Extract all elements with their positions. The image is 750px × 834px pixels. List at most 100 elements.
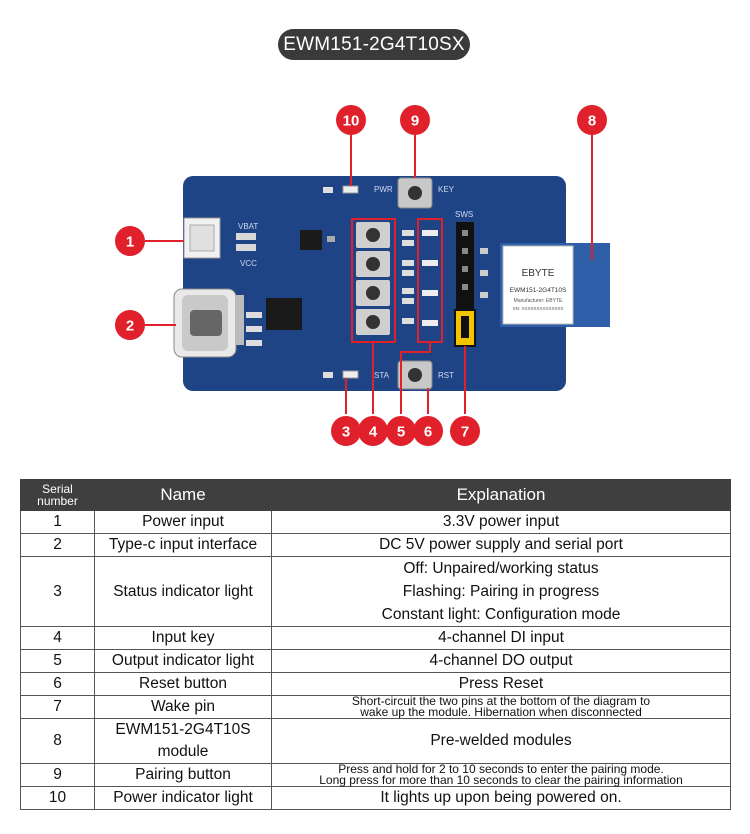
cell-explanation: Press Reset bbox=[271, 672, 731, 696]
ewm-module: EBYTE EWM151-2G4T10S Manufacturer: EBYTE… bbox=[500, 243, 610, 327]
explanation-line: Short-circuit the two pins at the bottom… bbox=[351, 694, 651, 708]
explanation-line: Press and hold for 2 to 10 seconds to en… bbox=[338, 762, 664, 776]
explanation-line: Press Reset bbox=[458, 675, 544, 692]
cell-serial: 7 bbox=[20, 695, 95, 719]
explanation-line: Pre-welded modules bbox=[430, 732, 572, 749]
page-title: EWM151-2G4T10SX bbox=[278, 29, 470, 60]
cell-serial: 10 bbox=[20, 786, 95, 810]
svg-text:7: 7 bbox=[461, 424, 469, 441]
svg-text:3: 3 bbox=[342, 424, 350, 441]
svg-text:5: 5 bbox=[397, 424, 405, 441]
label-pwr: PWR bbox=[374, 185, 393, 194]
svg-text:2: 2 bbox=[126, 318, 134, 335]
output-leds bbox=[422, 230, 438, 326]
module-model: EWM151-2G4T10S bbox=[510, 287, 567, 294]
svg-text:6: 6 bbox=[424, 424, 432, 441]
header-name: Name bbox=[94, 479, 272, 511]
callout-2: 2 bbox=[115, 310, 145, 340]
explanation-line: 4-channel DI input bbox=[438, 629, 564, 646]
label-key: KEY bbox=[438, 185, 455, 194]
label-rst: RST bbox=[438, 371, 454, 380]
svg-text:1: 1 bbox=[126, 234, 134, 251]
cell-explanation: DC 5V power supply and serial port bbox=[271, 533, 731, 557]
cell-explanation: 4-channel DI input bbox=[271, 626, 731, 650]
callout-lines bbox=[145, 135, 593, 414]
svg-text:9: 9 bbox=[411, 113, 419, 130]
cell-name: Pairing button bbox=[94, 763, 272, 787]
callout-5: 5 bbox=[386, 416, 416, 446]
module-brand: EBYTE bbox=[522, 268, 555, 279]
explanation-line: Constant light: Configuration mode bbox=[381, 606, 621, 623]
explanation-line: DC 5V power supply and serial port bbox=[379, 536, 623, 553]
cell-explanation: Pre-welded modules bbox=[271, 718, 731, 764]
explanation-line: It lights up upon being powered on. bbox=[380, 789, 622, 806]
explanation-line: wake up the module. Hibernation when dis… bbox=[360, 705, 642, 719]
cell-serial: 2 bbox=[20, 533, 95, 557]
cell-serial: 4 bbox=[20, 626, 95, 650]
cell-explanation: Press and hold for 2 to 10 seconds to en… bbox=[271, 762, 731, 787]
callout-3: 3 bbox=[331, 416, 361, 446]
cell-serial: 8 bbox=[20, 718, 95, 764]
cell-serial: 6 bbox=[20, 672, 95, 696]
label-sta: STA bbox=[374, 371, 390, 380]
cell-name: Input key bbox=[94, 626, 272, 650]
svg-text:8: 8 bbox=[588, 113, 596, 130]
callout-9: 9 bbox=[400, 105, 430, 135]
cell-serial: 1 bbox=[20, 510, 95, 534]
cell-serial: 3 bbox=[20, 556, 95, 627]
cell-explanation: It lights up upon being powered on. bbox=[271, 786, 731, 810]
callout-1: 1 bbox=[115, 226, 145, 256]
cell-explanation: 4-channel DO output bbox=[271, 649, 731, 673]
cell-serial: 9 bbox=[20, 763, 95, 787]
callout-6: 6 bbox=[413, 416, 443, 446]
explanation-line: 3.3V power input bbox=[442, 513, 560, 530]
cell-name: Output indicator light bbox=[94, 649, 272, 673]
sws-header bbox=[456, 222, 474, 310]
cell-name: Power input bbox=[94, 510, 272, 534]
header-explanation: Explanation bbox=[271, 479, 731, 511]
explanation-line: 4-channel DO output bbox=[429, 652, 573, 669]
cell-name: EWM151-2G4T10S module bbox=[94, 718, 272, 764]
pairing-button bbox=[397, 177, 433, 209]
explanation-line: Long press for more than 10 seconds to c… bbox=[319, 773, 683, 787]
power-connector bbox=[183, 217, 221, 259]
typec-port bbox=[173, 288, 237, 358]
cell-name: Wake pin bbox=[94, 695, 272, 719]
label-sws: SWS bbox=[455, 210, 473, 219]
svg-text:10: 10 bbox=[343, 113, 360, 130]
cell-name: Reset button bbox=[94, 672, 272, 696]
cell-explanation: Short-circuit the two pins at the bottom… bbox=[271, 694, 731, 719]
reset-button bbox=[397, 360, 433, 390]
explanation-line: Flashing: Pairing in progress bbox=[402, 583, 600, 600]
table-header-row: Serial number Name Explanation bbox=[20, 479, 731, 511]
cell-name: Status indicator light bbox=[94, 556, 272, 627]
callout-4: 4 bbox=[358, 416, 388, 446]
callout-10: 10 bbox=[336, 105, 366, 135]
callout-8: 8 bbox=[577, 105, 607, 135]
module-sn: SN: XXXXXXXXXXXXXX bbox=[513, 306, 564, 311]
svg-text:4: 4 bbox=[369, 424, 378, 441]
label-vcc: VCC bbox=[240, 259, 257, 268]
cell-name: Type-c input interface bbox=[94, 533, 272, 557]
cell-explanation: 3.3V power input bbox=[271, 510, 731, 534]
wake-jumper bbox=[454, 309, 476, 347]
explanation-line: Off: Unpaired/working status bbox=[403, 560, 599, 577]
header-serial: Serial number bbox=[20, 479, 95, 511]
input-keys bbox=[356, 222, 390, 335]
callout-7: 7 bbox=[450, 416, 480, 446]
board-diagram: VBAT VCC PWR KEY bbox=[115, 105, 610, 446]
module-manufacturer: Manufacturer: EBYTE bbox=[514, 298, 563, 304]
cell-name: Power indicator light bbox=[94, 786, 272, 810]
cell-serial: 5 bbox=[20, 649, 95, 673]
